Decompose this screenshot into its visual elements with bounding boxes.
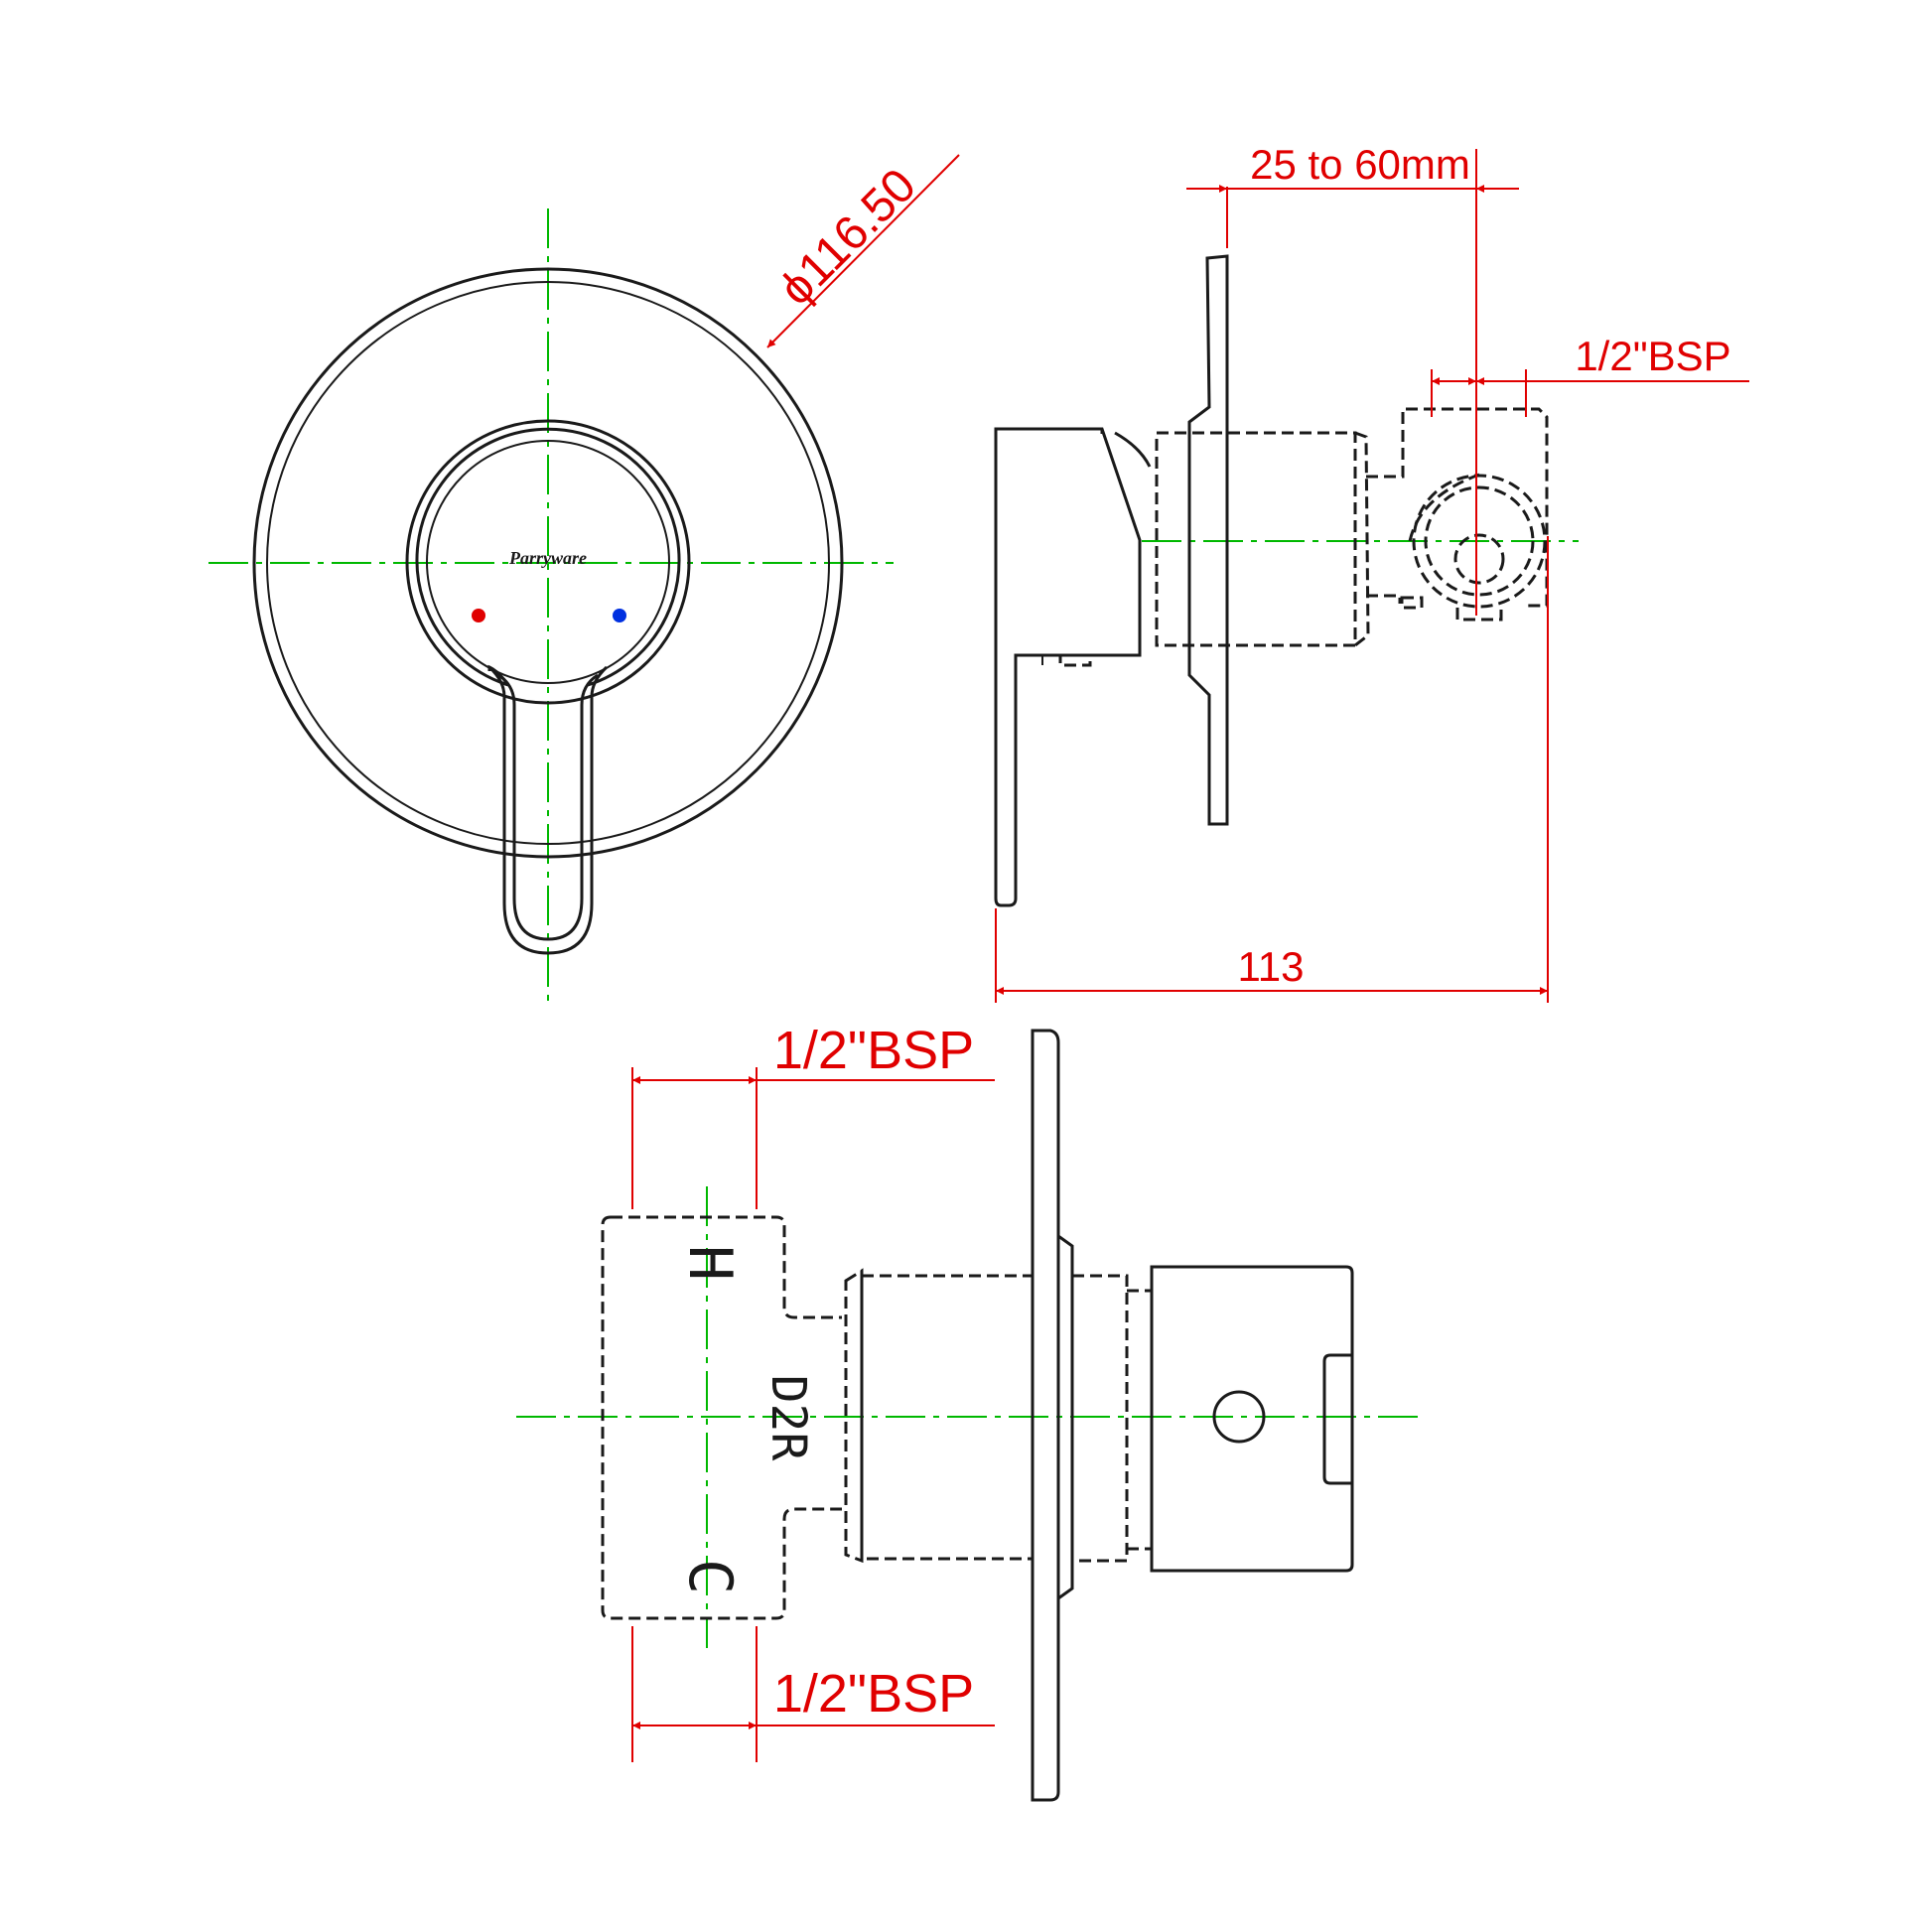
top-solid-outline: [1031, 1029, 1354, 1802]
port-hot-label: H: [675, 1245, 745, 1281]
body-code-label: D2R: [760, 1375, 816, 1461]
bottom-bsp-label: 1/2"BSP: [773, 1664, 974, 1724]
brand-logo: Parryware: [508, 548, 587, 568]
top-centerlines: [516, 1186, 1425, 1648]
front-view: Parryware ϕ116.50: [208, 154, 960, 1003]
length-dimension: [995, 536, 1549, 1003]
depth-label: 25 to 60mm: [1250, 141, 1470, 188]
top-hidden-body: [601, 1215, 1152, 1620]
top-view: H D2R C 1/2"BSP 1/2"BSP: [516, 1021, 1425, 1802]
side-solid-outline: [994, 254, 1229, 907]
hot-indicator-dot: [472, 609, 485, 622]
front-centerlines: [208, 208, 894, 1003]
length-label: 113: [1238, 943, 1305, 990]
lever-handle: [405, 419, 691, 955]
side-bsp-dimension: [1431, 369, 1749, 417]
side-view: 25 to 60mm 1/2"BSP 113: [994, 141, 1749, 1003]
escutcheon-plate: [252, 267, 844, 859]
bottom-bsp-dimension: [631, 1626, 995, 1762]
side-bsp-label: 1/2"BSP: [1575, 333, 1730, 379]
side-hidden-body: [1058, 407, 1549, 667]
cold-indicator-dot: [613, 609, 626, 622]
port-labels: H D2R C: [675, 1245, 816, 1594]
port-cold-label: C: [675, 1559, 745, 1594]
diameter-label: ϕ116.50: [769, 159, 926, 316]
top-bsp-label: 1/2"BSP: [773, 1021, 974, 1080]
diameter-dimension: ϕ116.50: [766, 154, 960, 348]
top-bsp-dimension: [631, 1067, 995, 1209]
